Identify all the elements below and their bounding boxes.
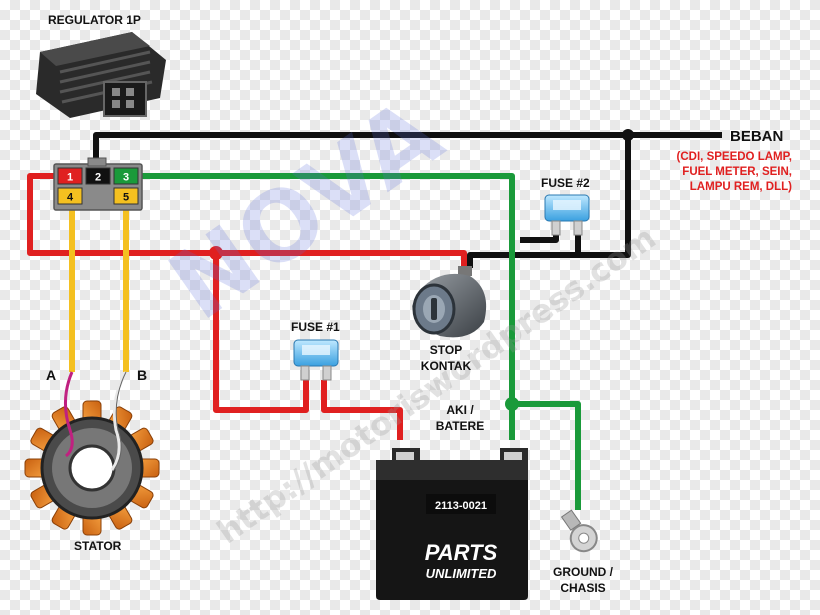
connector-pin-4 bbox=[57, 187, 83, 205]
connector-pin-3 bbox=[113, 167, 139, 185]
battery-brand-line1: PARTS bbox=[425, 540, 498, 565]
black-wire-fuse2-stop bbox=[467, 135, 631, 268]
regulator bbox=[36, 32, 166, 118]
connector-pin-5 bbox=[113, 187, 139, 205]
black-junction bbox=[622, 129, 634, 141]
aki-label: AKI / BATERE bbox=[435, 403, 485, 433]
battery bbox=[376, 448, 528, 600]
stop-kontak-label: STOP KONTAK bbox=[420, 343, 472, 373]
connector-pin-1-label: 1 bbox=[67, 172, 73, 184]
beban-detail-label: (CDI, SPEEDO LAMP, FUEL METER, SEIN, LAM… bbox=[676, 151, 792, 193]
fuse-1 bbox=[293, 339, 339, 381]
fuse1-label: FUSE #1 bbox=[291, 320, 340, 334]
connector-pin-2-label: 2 bbox=[95, 172, 101, 184]
regulator-label: REGULATOR 1P bbox=[48, 13, 141, 27]
connector-pin-5-label: 5 bbox=[123, 192, 129, 204]
regulator-connector: 1 2 3 4 5 bbox=[53, 157, 143, 211]
stator bbox=[24, 371, 160, 536]
beban-label: BEBAN bbox=[730, 128, 784, 145]
black-wire-beban bbox=[93, 132, 722, 162]
green-junction bbox=[505, 397, 519, 411]
connector-pin-3-label: 3 bbox=[123, 172, 129, 184]
red-wire-battery bbox=[321, 380, 403, 440]
fuse2-label: FUSE #2 bbox=[541, 176, 590, 190]
stator-label: STATOR bbox=[74, 539, 122, 553]
wires bbox=[27, 132, 722, 510]
battery-model: 2113-0021 bbox=[435, 500, 487, 512]
connector-pin-2 bbox=[85, 167, 111, 185]
red-wire-main bbox=[27, 173, 467, 270]
connector-pin-4-label: 4 bbox=[67, 192, 74, 204]
stop-kontak-switch bbox=[412, 266, 487, 338]
green-wire-ground bbox=[512, 401, 581, 510]
connector-pin-1 bbox=[57, 167, 83, 185]
fuse-2 bbox=[544, 194, 590, 236]
green-wire-main bbox=[142, 173, 515, 440]
red-wire-fuse1 bbox=[213, 253, 309, 413]
ground-ring-terminal bbox=[560, 509, 598, 553]
red-junction bbox=[209, 246, 223, 260]
point-b-label: B bbox=[137, 367, 148, 383]
ground-label: GROUND / CHASIS bbox=[553, 565, 613, 595]
black-wire-fuse2-top bbox=[520, 224, 559, 243]
battery-brand-line2: UNLIMITED bbox=[426, 566, 497, 581]
point-a-label: A bbox=[46, 367, 57, 383]
